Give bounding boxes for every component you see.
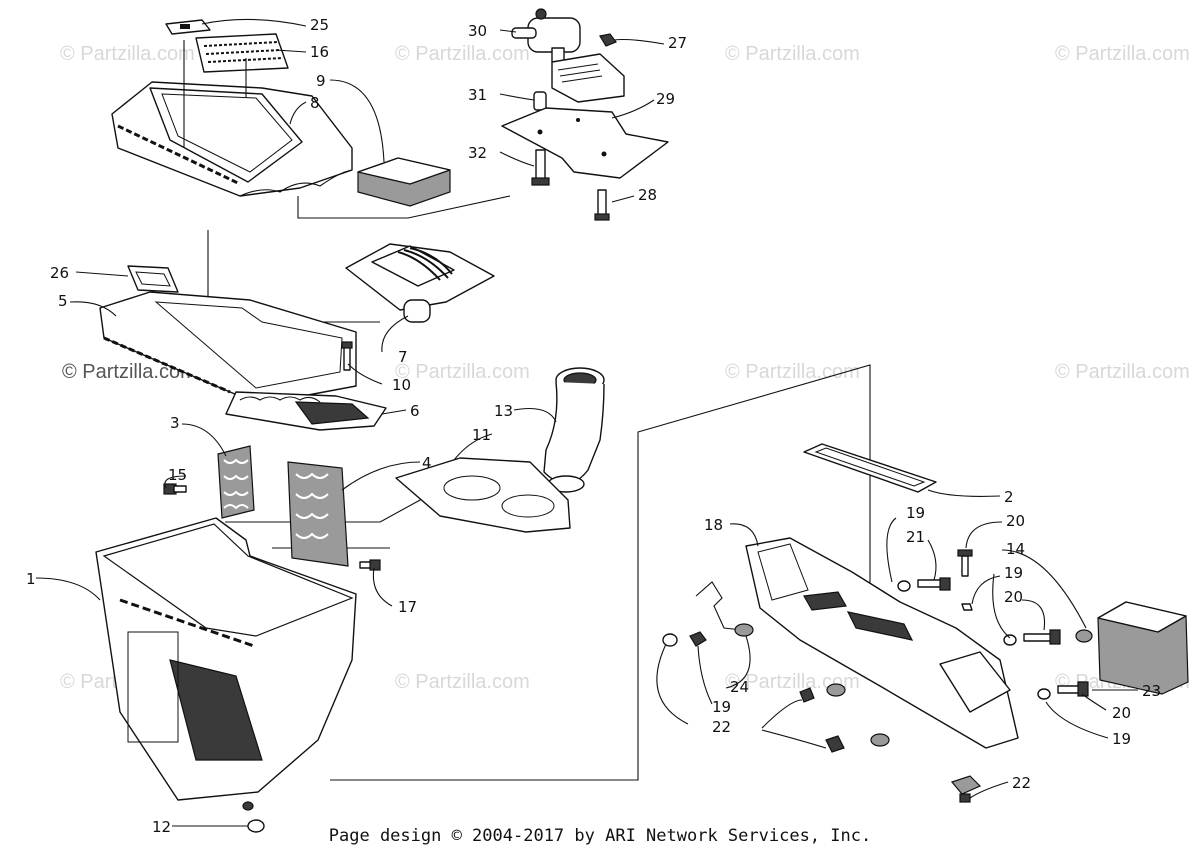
callout-11: 11 [472, 426, 491, 444]
callout-9: 9 [316, 72, 326, 90]
callout-32: 32 [468, 144, 487, 162]
watermark: © Partzilla.com [1055, 43, 1190, 65]
callout-31: 31 [468, 86, 487, 104]
watermark: © Partzilla.com [1055, 361, 1190, 383]
watermark: © Partzilla.com [395, 671, 530, 693]
callout-19: 19 [906, 504, 925, 522]
callout-14: 14 [1006, 540, 1025, 558]
callout-8: 8 [310, 94, 320, 112]
callout-6: 6 [410, 402, 420, 420]
part-16-decal [195, 33, 289, 73]
callout-18: 18 [704, 516, 723, 534]
callout-29: 29 [656, 90, 675, 108]
part-30-valve [511, 8, 581, 63]
callout-20: 20 [1004, 588, 1023, 606]
part-28-bolt [594, 189, 610, 221]
part-5-airbox-lid [99, 291, 357, 405]
callout-7: 7 [398, 348, 408, 366]
callout-13: 13 [494, 402, 513, 420]
part-9-foam-filter [357, 157, 451, 207]
footer-copyright: Page design © 2004-2017 by ARI Network S… [328, 826, 872, 846]
part-1-airbox-body [95, 517, 357, 801]
callout-16: 16 [310, 43, 329, 61]
part-7-intake-housing [345, 243, 495, 323]
watermark: © Partzilla.com [725, 43, 860, 65]
watermark: © Partzilla.com [60, 43, 195, 65]
part-8-airbox-cover [111, 81, 353, 197]
part-12-drain-plug [242, 801, 265, 833]
part-10-screw [341, 341, 353, 371]
assembly-line [330, 364, 871, 781]
part-29-bracket [501, 107, 669, 179]
callout-5: 5 [58, 292, 68, 310]
callout-30: 30 [468, 22, 487, 40]
callout-26: 26 [50, 264, 69, 282]
callout-21: 21 [906, 528, 925, 546]
part-27-nut [599, 33, 617, 47]
callout-20: 20 [1006, 512, 1025, 530]
callout-15: 15 [168, 466, 187, 484]
watermark: © Partzilla.com [725, 671, 860, 693]
callout-24: 24 [730, 678, 749, 696]
callout-19: 19 [1004, 564, 1023, 582]
part-25-label [165, 19, 211, 35]
part-4-foam-gasket [287, 461, 349, 567]
callout-1: 1 [26, 570, 36, 588]
callout-27: 27 [668, 34, 687, 52]
callout-2: 2 [1004, 488, 1014, 506]
part-26-grommet [127, 265, 179, 293]
watermark-prominent: © Partzilla.com [62, 361, 197, 383]
part-15-clip [163, 483, 187, 495]
assembly-line [297, 195, 511, 219]
leader-lines [35, 18, 1138, 827]
part-24-wire [695, 581, 743, 631]
part-31-spacer [533, 91, 547, 111]
callout-20: 20 [1112, 704, 1131, 722]
watermark: © Partzilla.com [395, 361, 530, 383]
part-13-intake-boot [543, 367, 605, 493]
callout-19: 19 [1112, 730, 1131, 748]
callout-25: 25 [310, 16, 329, 34]
callout-22: 22 [712, 718, 731, 736]
part-connector-block [551, 53, 625, 103]
callout-4: 4 [422, 454, 432, 472]
callout-12: 12 [152, 818, 171, 836]
hardware-set [662, 549, 1089, 803]
part-3-foam-gasket [217, 445, 255, 519]
watermark: © Partzilla.com [395, 43, 530, 65]
part-17-clip [359, 559, 381, 571]
callout-labels: 25 16 9 8 30 27 31 29 32 28 26 5 7 10 6 … [26, 16, 1161, 836]
callout-10: 10 [392, 376, 411, 394]
callout-22: 22 [1012, 774, 1031, 792]
callout-28: 28 [638, 186, 657, 204]
watermark: © Partzilla.com [725, 361, 860, 383]
part-23-filter [1097, 601, 1189, 695]
callout-17: 17 [398, 598, 417, 616]
part-6-seal [225, 391, 387, 431]
part-11-plate [395, 457, 571, 533]
part-14-washer [1075, 629, 1093, 643]
part-18-duct [745, 537, 1019, 749]
part-2-gasket [803, 443, 937, 493]
part-32-bolt [531, 149, 550, 186]
callout-19: 19 [712, 698, 731, 716]
callout-23: 23 [1142, 682, 1161, 700]
callout-3: 3 [170, 414, 180, 432]
